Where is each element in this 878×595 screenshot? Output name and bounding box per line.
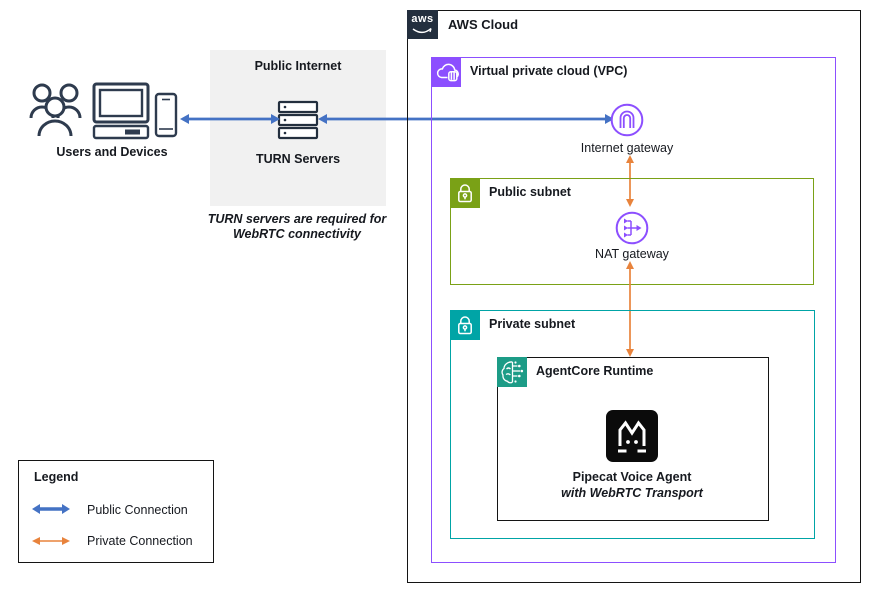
legend: Legend Public Connection Private Connect… [18,460,214,563]
private-subnet-lock-icon [450,310,480,340]
pipecat-name-label: Pipecat Voice Agent [572,470,692,484]
public-connection-arrow-turn-igw [318,114,614,124]
legend-private-arrow-icon [32,537,70,545]
private-connection-arrow-nat-agent [626,261,634,357]
internet-gateway-icon [610,103,644,137]
aws-logo-text: aws [411,13,434,25]
turn-note: TURN servers are required for WebRTC con… [187,212,407,242]
private-connection-arrow-igw-nat [626,155,634,207]
legend-public-arrow-icon [32,504,70,514]
users-and-devices-label: Users and Devices [56,145,168,159]
internet-gateway-label: Internet gateway [580,141,674,155]
turn-note-line2: WebRTC connectivity [232,227,362,241]
private-subnet-group [450,310,815,539]
pipecat-cat-icon [606,410,658,462]
legend-private-label: Private Connection [87,534,193,548]
aws-cloud-group [407,10,861,583]
turn-servers-label: TURN Servers [255,152,341,166]
public-internet-group: Public Internet TURN Servers [210,50,386,206]
turn-servers-icon [277,100,319,140]
aws-logo-icon: aws [407,10,438,39]
turn-note-line1: TURN servers are required for [207,212,387,226]
vpc-group [431,57,836,563]
nat-gateway-label: NAT gateway [595,247,669,261]
vpc-cloud-icon [431,57,461,87]
public-subnet-lock-icon [450,178,480,208]
users-and-devices-icon [29,82,178,140]
legend-title: Legend [34,470,79,484]
nat-gateway-icon [615,211,649,245]
agentcore-brain-icon [497,357,527,387]
aws-cloud-label: AWS Cloud [448,17,519,32]
public-subnet-label: Public subnet [489,185,571,199]
public-subnet-group [450,178,814,285]
vpc-label: Virtual private cloud (VPC) [470,64,628,78]
legend-public-label: Public Connection [87,503,188,517]
private-subnet-label: Private subnet [489,317,576,331]
agentcore-runtime-label: AgentCore Runtime [536,364,654,378]
public-connection-arrow-users-turn [180,114,280,124]
pipecat-subtitle-label: with WebRTC Transport [561,486,703,500]
public-internet-title: Public Internet [254,59,342,73]
